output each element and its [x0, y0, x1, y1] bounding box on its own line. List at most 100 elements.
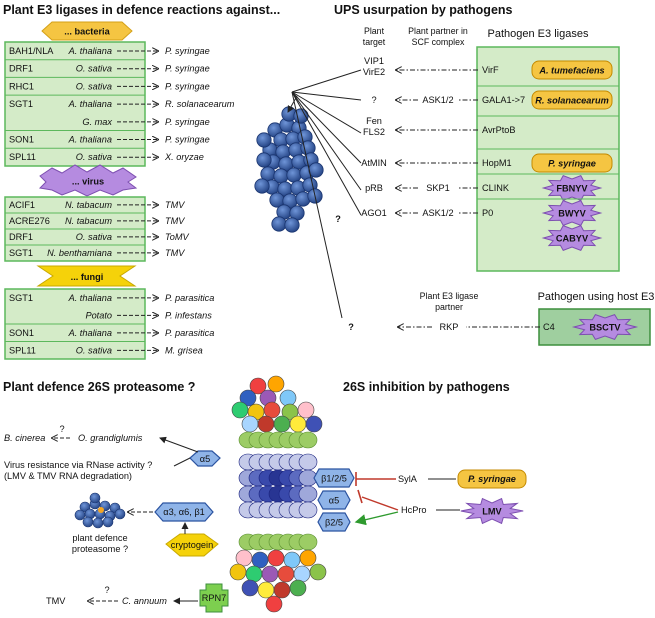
plant-species: A. thaliana	[68, 46, 112, 56]
bacteria-name: P. syringae	[548, 159, 596, 169]
e3-ligase-name: SON1	[9, 135, 34, 145]
regulatory-subunit	[245, 565, 263, 583]
pathogen-name: P. syringae	[165, 135, 210, 145]
proteasome-subunit	[256, 152, 272, 168]
alpha5-subunit	[317, 490, 351, 510]
defence-proteasome-subunit	[89, 492, 101, 504]
plant-defence-label: proteasome ?	[72, 544, 128, 554]
regulatory-subunit	[279, 389, 297, 407]
virus-name: BSCTV	[589, 323, 621, 333]
bottom-left-title: Plant defence 26S proteasome ?	[3, 380, 195, 394]
e3-ligase-name: SGT1	[9, 293, 33, 303]
scf-partner: ASK1/2	[422, 95, 453, 105]
virus-resistance-sub: (LMV & TMV RNA degradation)	[4, 471, 132, 481]
col-pathogen-e3: Pathogen E3 ligases	[488, 28, 589, 40]
hcpro-inhibition-bar	[357, 489, 363, 504]
pathogen-name: P. parasitica	[165, 293, 214, 303]
plant-species: O. sativa	[76, 64, 112, 74]
regulatory-subunit	[305, 415, 323, 433]
pathogen-name: M. grisea	[165, 345, 203, 355]
lmv-label: LMV	[482, 507, 502, 517]
pathogen-name: P. parasitica	[165, 328, 214, 338]
e3-ligase-name: SPL11	[9, 152, 36, 162]
defence-proteasome-subunit	[114, 508, 126, 520]
rpn7-badge	[199, 583, 229, 613]
plant-species: A. thaliana	[68, 135, 112, 145]
regulatory-subunit	[261, 565, 279, 583]
scf-partner: ASK1/2	[422, 208, 453, 218]
pathogen-name: X. oryzae	[164, 152, 204, 162]
bacteria-banner: ... bacteria	[41, 21, 133, 41]
proteasome-subunit	[308, 162, 324, 178]
defence-proteasome-subunit	[92, 517, 104, 529]
beta25-subunit	[317, 512, 351, 532]
e3-ligase-name: SGT1	[9, 248, 33, 258]
defence-proteasome-core	[98, 507, 104, 513]
plant-target: AtMIN	[361, 158, 387, 168]
pathogen-e3-ligase: GALA1->7	[482, 95, 525, 105]
host-partner: RKP	[440, 322, 459, 332]
beta25-subunit-label: β2/5	[325, 518, 343, 528]
rpn7-label: RPN7	[202, 593, 227, 603]
hcpro-label: HcPro	[401, 505, 427, 515]
tmv-label: TMV	[46, 596, 66, 606]
pathogen-name: TMV	[165, 200, 185, 210]
e3-ligase-name: BAH1/NLA	[9, 46, 54, 56]
e3-ligase-name: SPL11	[9, 345, 36, 355]
regulatory-subunit	[249, 377, 267, 395]
pathogen-name: TMV	[165, 216, 185, 226]
plant-target: FLS2	[363, 127, 385, 137]
target-link	[291, 91, 362, 101]
lmv-badge	[460, 497, 524, 525]
plant-target: AGO1	[361, 208, 387, 218]
cluster-arrow	[287, 95, 298, 113]
host-e3-partner-1: Plant E3 ligase	[420, 291, 479, 301]
pathogen-e3-ligase: CLINK	[482, 183, 510, 193]
p-syringae-label: P. syringae	[468, 474, 516, 484]
defence-proteasome-subunit	[82, 516, 94, 528]
target-link	[291, 91, 362, 191]
b-cinerea-label: B. cinerea	[4, 433, 45, 443]
core-subunit	[298, 501, 318, 519]
regulatory-subunit	[263, 401, 281, 419]
plant-species: O. sativa	[76, 345, 112, 355]
core-subunit	[298, 485, 318, 503]
plant-target: ?	[371, 95, 376, 105]
regulatory-subunit	[273, 581, 291, 599]
e3-ligase-name: DRF1	[9, 232, 33, 242]
left-panel-title: Plant E3 ligases in defence reactions ag…	[3, 3, 280, 17]
regulatory-subunit	[229, 563, 247, 581]
bacteria-badge	[531, 153, 613, 173]
pathogen-name: P. infestans	[165, 310, 212, 320]
virus-name: BWYV	[558, 209, 586, 219]
defence-proteasome-subunit	[74, 509, 86, 521]
pathogen-name: P. syringae	[165, 117, 210, 127]
bottom-right-title: 26S inhibition by pathogens	[343, 380, 510, 394]
virus-resistance-label: Virus resistance via RNase activity ?	[4, 460, 152, 470]
plant-species: O. sativa	[76, 232, 112, 242]
p-syringae-badge	[457, 469, 527, 489]
e3-ligase-name: DRF1	[9, 64, 33, 74]
regulatory-subunit	[283, 551, 301, 569]
regulatory-subunit	[241, 415, 259, 433]
alpha5-subunit-label: α5	[329, 496, 339, 506]
regulatory-subunit	[239, 389, 257, 407]
regulatory-subunit	[241, 579, 259, 597]
regulatory-subunit	[309, 563, 327, 581]
bacteria-box	[4, 41, 146, 167]
pathogen-name: P. syringae	[165, 81, 210, 91]
regulatory-subunit	[277, 565, 295, 583]
subunits-label: α3, α6, β1	[163, 507, 204, 517]
plant-species: Potato	[85, 310, 112, 320]
col-scf-2: SCF complex	[412, 37, 465, 47]
plant-proteasome-cluster	[254, 69, 362, 319]
pathogen-name: P. syringae	[165, 64, 210, 74]
host-e3-partner-2: partner	[435, 302, 463, 312]
alpha5-label: α5	[200, 454, 210, 464]
pathogen-name: P. syringae	[165, 46, 210, 56]
